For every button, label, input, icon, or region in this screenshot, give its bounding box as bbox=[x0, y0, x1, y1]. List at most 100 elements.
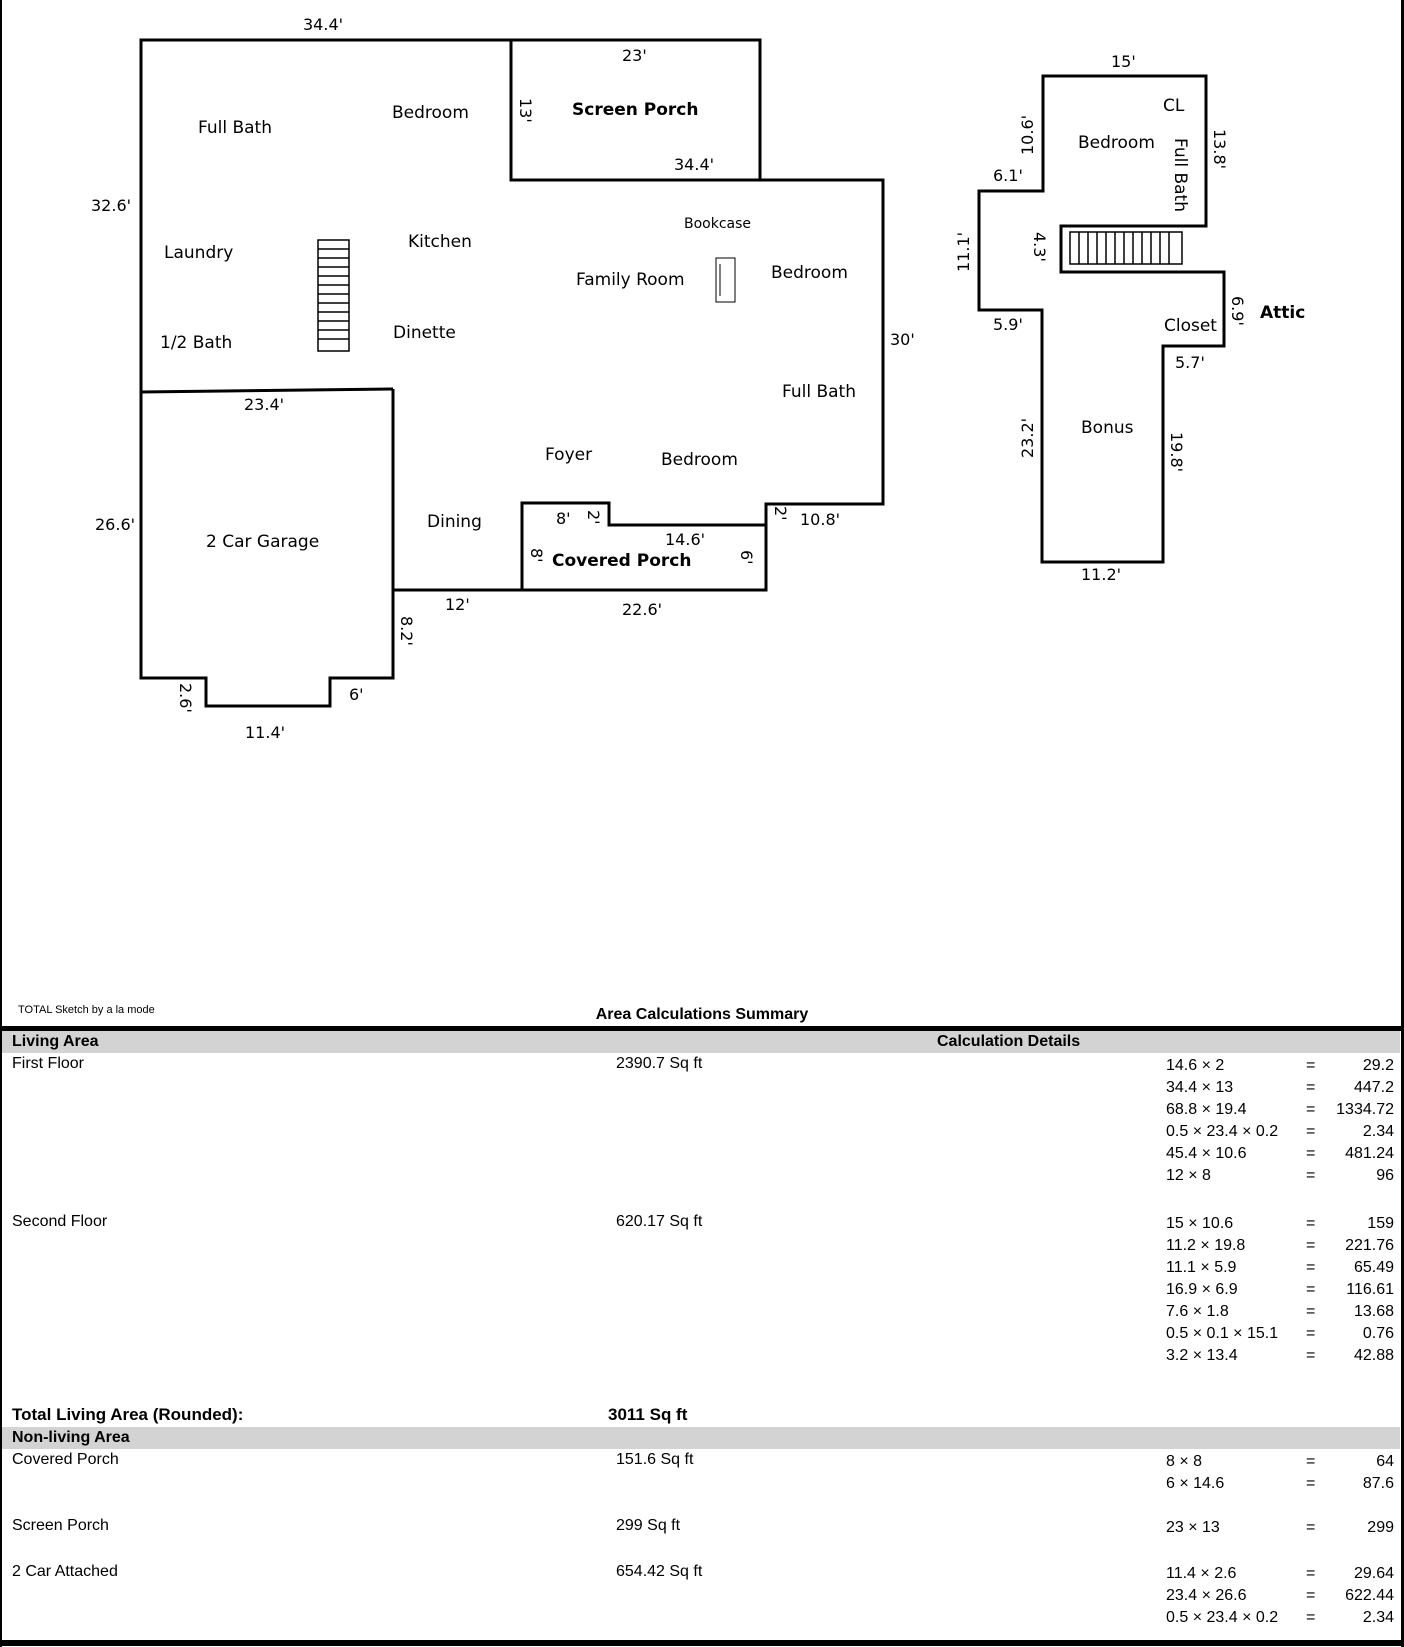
stairs-second-floor bbox=[1069, 231, 1183, 265]
dim-garage-left: 26.6' bbox=[95, 515, 135, 534]
calc-line: 8 × 8=64 bbox=[1166, 1453, 1394, 1470]
calc-line: 16.9 × 6.9=116.61 bbox=[1166, 1281, 1394, 1298]
dim-left: 32.6' bbox=[91, 196, 131, 215]
car-attached-calcs: 11.4 × 2.6=29.64 23.4 × 26.6=622.44 0.5 … bbox=[1166, 1563, 1394, 1629]
room-family-room: Family Room bbox=[576, 270, 685, 290]
living-area-header: Living Area Calculation Details bbox=[2, 1031, 1400, 1053]
non-living-label: Non-living Area bbox=[12, 1429, 130, 1446]
calc-line: 45.4 × 10.6=481.24 bbox=[1166, 1145, 1394, 1162]
area-calculations-table: Living Area Calculation Details First Fl… bbox=[2, 1031, 1400, 1633]
second-floor-outline bbox=[977, 74, 1226, 564]
total-living-value: 3011 Sq ft bbox=[608, 1405, 688, 1424]
covered-porch-area: 151.6 Sq ft bbox=[616, 1451, 694, 1468]
stairs-first-floor bbox=[317, 239, 350, 352]
screen-porch-calcs: 23 × 13=299 bbox=[1166, 1517, 1394, 1539]
screen-porch-row: Screen Porch 299 Sq ft 23 × 13=299 bbox=[2, 1515, 1400, 1561]
bookcase-symbol bbox=[715, 257, 736, 303]
dim-bump-left: 2.6' bbox=[176, 683, 195, 713]
room-cl: CL bbox=[1163, 96, 1185, 116]
dim-upper-step-bottom: 5.9' bbox=[993, 315, 1023, 334]
dim-upper-closet-step: 5.7' bbox=[1175, 353, 1205, 372]
dim-upper-left-mid: 11.1' bbox=[954, 232, 973, 272]
dim-dining-bottom: 12' bbox=[445, 595, 470, 614]
dim-right: 30' bbox=[890, 330, 915, 349]
second-floor-calcs: 15 × 10.6=159 11.2 × 19.8=221.76 11.1 × … bbox=[1166, 1213, 1394, 1367]
second-floor-area: 620.17 Sq ft bbox=[616, 1213, 703, 1230]
room-garage: 2 Car Garage bbox=[206, 532, 319, 552]
dim-screen-porch-side: 13' bbox=[516, 98, 535, 123]
room-screen-porch: Screen Porch bbox=[572, 100, 699, 120]
calc-line: 0.5 × 0.1 × 15.1=0.76 bbox=[1166, 1325, 1394, 1342]
living-area-label: Living Area bbox=[12, 1033, 99, 1050]
garage-top-wall bbox=[140, 387, 394, 394]
dim-upper-stair: 4.3' bbox=[1030, 232, 1049, 262]
calc-line: 15 × 10.6=159 bbox=[1166, 1215, 1394, 1232]
calculation-details-label: Calculation Details bbox=[937, 1033, 1081, 1050]
dim-covered-porch-top: 8' bbox=[556, 509, 571, 528]
room-full-bath-right: Full Bath bbox=[782, 382, 856, 402]
second-floor-name: Second Floor bbox=[12, 1213, 108, 1230]
room-bedroom-top: Bedroom bbox=[392, 103, 469, 123]
car-attached-row: 2 Car Attached 654.42 Sq ft 11.4 × 2.6=2… bbox=[2, 1561, 1400, 1633]
car-attached-name: 2 Car Attached bbox=[12, 1563, 118, 1580]
car-attached-area: 654.42 Sq ft bbox=[616, 1563, 703, 1580]
dim-upper-right-top: 13.8' bbox=[1210, 129, 1229, 169]
frame-left-border bbox=[0, 0, 2, 1647]
first-floor-row: First Floor 2390.7 Sq ft 14.6 × 2=29.2 3… bbox=[2, 1053, 1400, 1211]
calc-line: 23.4 × 26.6=622.44 bbox=[1166, 1587, 1394, 1604]
room-attic: Attic bbox=[1260, 303, 1305, 323]
calc-line: 11.4 × 2.6=29.64 bbox=[1166, 1565, 1394, 1582]
dim-covered-porch-bottom: 22.6' bbox=[622, 600, 662, 619]
summary-bottom-rule bbox=[0, 1640, 1404, 1646]
room-foyer: Foyer bbox=[545, 445, 592, 465]
calc-line: 7.6 × 1.8=13.68 bbox=[1166, 1303, 1394, 1320]
frame-right-border bbox=[1401, 0, 1404, 1647]
room-bonus: Bonus bbox=[1081, 418, 1134, 438]
dim-screen-porch-top: 23' bbox=[622, 46, 647, 65]
calc-line: 14.6 × 2=29.2 bbox=[1166, 1057, 1394, 1074]
dim-covered-porch-left: 8' bbox=[527, 548, 546, 563]
first-floor-area: 2390.7 Sq ft bbox=[616, 1055, 703, 1072]
room-laundry: Laundry bbox=[164, 243, 233, 263]
covered-porch-name: Covered Porch bbox=[12, 1451, 119, 1468]
covered-porch-calcs: 8 × 8=64 6 × 14.6=87.6 bbox=[1166, 1451, 1394, 1495]
calc-line: 6 × 14.6=87.6 bbox=[1166, 1475, 1394, 1492]
dim-covered-porch-right: 6' bbox=[737, 550, 756, 565]
dim-upper-bottom: 11.2' bbox=[1081, 565, 1121, 584]
calc-line: 12 × 8=96 bbox=[1166, 1167, 1394, 1184]
dim-bump-right: 6' bbox=[349, 685, 364, 704]
room-dining: Dining bbox=[427, 512, 482, 532]
second-floor-row: Second Floor 620.17 Sq ft 15 × 10.6=159 … bbox=[2, 1211, 1400, 1403]
calc-line: 23 × 13=299 bbox=[1166, 1519, 1394, 1536]
dim-bump-bottom: 11.4' bbox=[245, 723, 285, 742]
calc-line: 11.1 × 5.9=65.49 bbox=[1166, 1259, 1394, 1276]
room-half-bath: 1/2 Bath bbox=[160, 333, 232, 353]
dim-covered-porch-step2: 2' bbox=[771, 506, 790, 521]
calc-line: 11.2 × 19.8=221.76 bbox=[1166, 1237, 1394, 1254]
dim-screen-porch-bottom: 34.4' bbox=[674, 155, 714, 174]
calc-line: 0.5 × 23.4 × 0.2=2.34 bbox=[1166, 1123, 1394, 1140]
first-floor-name: First Floor bbox=[12, 1055, 84, 1072]
dim-garage-right: 8.2' bbox=[397, 616, 416, 646]
floor-plan-sketch: Full Bath Bedroom Screen Porch Laundry K… bbox=[91, 15, 1305, 742]
covered-porch-row: Covered Porch 151.6 Sq ft 8 × 8=64 6 × 1… bbox=[2, 1449, 1400, 1515]
dim-covered-porch-step: 2' bbox=[584, 510, 603, 525]
room-bedroom-right: Bedroom bbox=[771, 263, 848, 283]
dim-upper-step-top: 6.1' bbox=[993, 166, 1023, 185]
room-covered-porch: Covered Porch bbox=[552, 551, 691, 571]
room-bedroom-bottom: Bedroom bbox=[661, 450, 738, 470]
dim-upper-left-bottom: 23.2' bbox=[1018, 418, 1037, 458]
room-full-bath-left: Full Bath bbox=[198, 118, 272, 138]
room-bedroom-upper: Bedroom bbox=[1078, 133, 1155, 153]
area-summary-title: Area Calculations Summary bbox=[595, 1006, 809, 1023]
sketch-credit: TOTAL Sketch by a la mode bbox=[18, 1004, 155, 1016]
screen-porch-name: Screen Porch bbox=[12, 1517, 109, 1534]
room-full-bath-upper: Full Bath bbox=[1170, 138, 1190, 212]
dim-garage-top: 23.4' bbox=[244, 395, 284, 414]
room-dinette: Dinette bbox=[393, 323, 456, 343]
first-floor-calcs: 14.6 × 2=29.2 34.4 × 13=447.2 68.8 × 19.… bbox=[1166, 1055, 1394, 1187]
dim-upper-right-bottom: 19.8' bbox=[1167, 432, 1186, 472]
dim-top: 34.4' bbox=[303, 15, 343, 34]
dim-covered-porch-mid: 14.6' bbox=[665, 530, 705, 549]
dim-upper-top: 15' bbox=[1111, 52, 1136, 71]
